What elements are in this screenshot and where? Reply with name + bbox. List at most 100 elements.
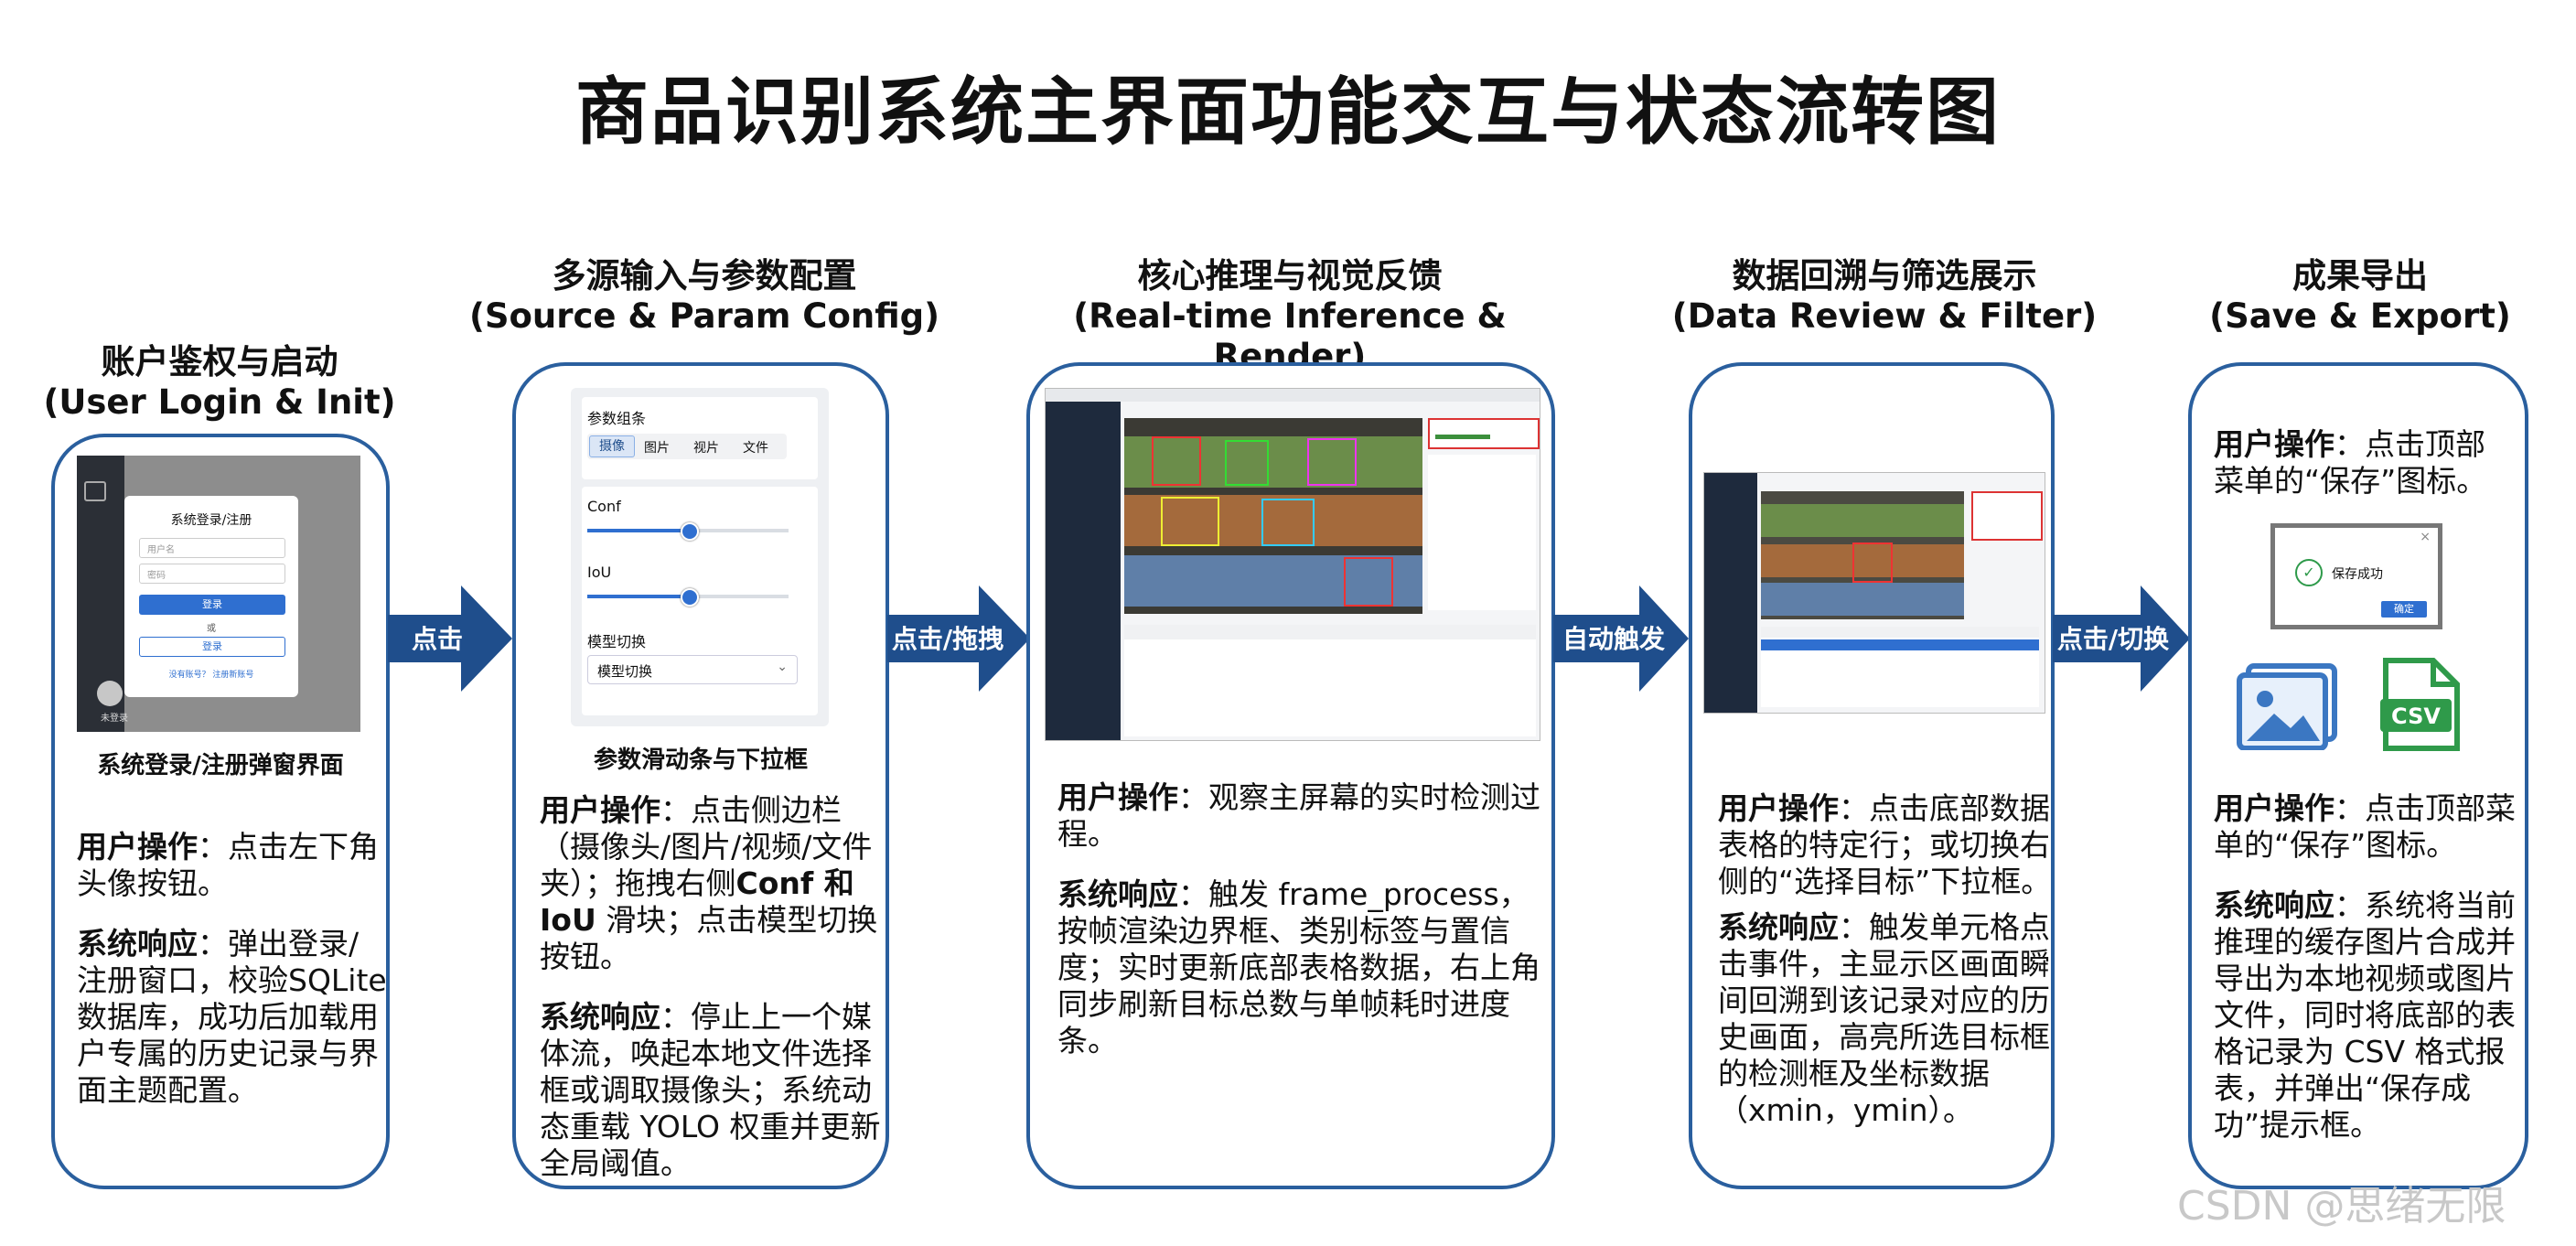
main-ui-mock [1045, 388, 1540, 741]
stage1-sys-resp: 系统响应：弹出登录/注册窗口，校验SQLite数据库，成功后加载用户专属的历史记… [77, 926, 388, 1109]
arrow-1-shape [388, 585, 512, 692]
app-sidebar [1046, 402, 1121, 740]
tab-image[interactable]: 图片 [644, 441, 670, 456]
stage4-heading: 数据回溯与筛选展示 (Data Review & Filter) [1665, 256, 2104, 337]
stage5-user-op-top: 用户操作：点击顶部菜单的“保存”图标。 [2214, 426, 2506, 499]
diagram-title: 商品识别系统主界面功能交互与状态流转图 [575, 70, 2001, 155]
review-ui-mock [1703, 472, 2045, 714]
confirm-button[interactable]: 确定 [2381, 601, 2427, 618]
shelf-row-2 [1761, 544, 1964, 577]
table-header-row [1124, 625, 1536, 639]
progress-bar [1435, 435, 1490, 439]
login-dialog: 系统登录/注册 用户名 密码 登录 或 登录 没有账号？ 注册新账号 [124, 496, 298, 697]
selected-table-row[interactable] [1761, 639, 2039, 650]
register-link[interactable]: 没有账号？ 注册新账号 [168, 671, 254, 680]
conf-slider-track[interactable] [587, 522, 789, 541]
stage2-user-op-bold: Conf 和 IoU [540, 865, 854, 938]
register-button[interactable]: 登录 [139, 637, 285, 657]
avatar-icon[interactable] [97, 681, 123, 706]
stage4-sys-resp-label: 系统响应 [1718, 909, 1839, 945]
stage4-heading-en: (Data Review & Filter) [1671, 296, 2098, 336]
stage5-sys-resp-label: 系统响应 [2214, 887, 2334, 923]
review-image [1761, 491, 1964, 619]
arrow-2-label: 点击/拖拽 [892, 624, 1004, 654]
stage3-description: 用户操作：观察主屏幕的实时检测过程。 系统响应：触发 frame_process… [1057, 779, 1542, 1083]
stage4-user-op-text: ：点击底部数据表格的特定行；或切换右侧的“选择目标”下拉框。 [1718, 790, 2052, 899]
stage5-card [2188, 362, 2528, 1189]
conf-slider-handle[interactable] [681, 522, 699, 541]
param-panel-mock: 参数组条 摄像 图片 视片 文件 Conf IoU 模型切换 模型切换 ⌄ [571, 388, 829, 726]
right-panel [1428, 455, 1536, 610]
stage2-sys-resp-text: ：停止上一个媒体流，唤起本地文件选择框或调取摄像头；系统动态重载 YOLO 权重… [540, 999, 881, 1181]
stage5-user-op-label: 用户操作 [2214, 426, 2334, 462]
stage3-sys-resp-text: ：触发 frame_process，按帧渲染边界框、类别标签与置信度；实时更新底… [1057, 876, 1540, 1058]
target-select-box[interactable] [1971, 491, 2043, 541]
stage2-heading-en: (Source & Param Config) [468, 296, 940, 336]
csv-label: CSV [2391, 704, 2441, 729]
stage4-user-op-label: 用户操作 [1718, 790, 1839, 826]
stage5-user-op2-text: ：点击顶部菜单的“保存”图标。 [2214, 790, 2516, 863]
stage5-heading-cn: 成果导出 [2292, 256, 2428, 295]
username-placeholder: 用户名 [147, 545, 175, 555]
shelf-row-1 [1761, 504, 1964, 537]
arrow-4-shape [2053, 585, 2190, 692]
stage3-sys-resp-label: 系统响应 [1057, 876, 1178, 912]
tab-video[interactable]: 视片 [693, 441, 719, 456]
app-icon [84, 481, 106, 501]
iou-slider-handle[interactable] [681, 588, 699, 607]
close-icon[interactable]: × [2420, 530, 2431, 544]
window-titlebar [1046, 389, 1540, 402]
iou-label: IoU [587, 564, 612, 581]
stage2-user-op-tail: 滑块；点击模型切换按钮。 [540, 902, 878, 974]
stage5-description: 用户操作：点击顶部菜单的“保存”图标。 系统响应：系统将当前推理的缓存图片合成并… [2214, 790, 2516, 1167]
arrow-4-label: 点击/切换 [2057, 624, 2170, 654]
review-sidebar [1704, 473, 1757, 713]
iou-slider-track[interactable] [587, 588, 789, 607]
tab-folder[interactable]: 文件 [743, 441, 768, 456]
arrow-1-label: 点击 [412, 624, 463, 654]
stage4-user-op: 用户操作：点击底部数据表格的特定行；或切换右侧的“选择目标”下拉框。 [1718, 790, 2053, 900]
stage4-sys-resp: 系统响应：触发单元格点击事件，主显示区画面瞬间回溯到该记录对应的历史画面，高亮所… [1718, 909, 2053, 1129]
conf-label: Conf [587, 498, 621, 515]
stage1-sys-resp-text: ：弹出登录/注册窗口，校验SQLite数据库，成功后加载用户专属的历史记录与界面… [77, 926, 387, 1108]
source-box: 参数组条 摄像 图片 视片 文件 [582, 397, 818, 479]
model-select[interactable]: 模型切换 ⌄ [587, 655, 798, 684]
arrow-3-label: 自动触发 [1562, 624, 1665, 654]
stage5-user-op-text: ：点击顶部菜单的“保存”图标。 [2214, 426, 2487, 499]
stage2-sys-resp: 系统响应：停止上一个媒体流，唤起本地文件选择框或调取摄像头；系统动态重载 YOL… [540, 999, 882, 1182]
chevron-down-icon: ⌄ [777, 660, 788, 674]
arrow-2-shape [887, 585, 1030, 692]
bbox [1161, 497, 1219, 546]
save-success-text: 保存成功 [2332, 567, 2383, 582]
bbox [1307, 438, 1357, 486]
stage3-sys-resp: 系统响应：触发 frame_process，按帧渲染边界框、类别标签与置信度；实… [1057, 876, 1542, 1059]
stage3-heading-cn: 核心推理与视觉反馈 [1137, 256, 1443, 295]
arrow-3-shape [1553, 585, 1689, 692]
tab-camera[interactable]: 摄像 [589, 435, 635, 457]
stage1-heading: 账户鉴权与启动 (User Login & Init) [37, 342, 402, 423]
avatar-label: 未登录 [101, 714, 128, 724]
username-input[interactable]: 用户名 [139, 538, 285, 558]
password-placeholder: 密码 [147, 571, 166, 581]
iou-slider-fill [587, 595, 688, 598]
stage2-caption: 参数滑动条与下拉框 [593, 747, 808, 774]
stage4-heading-cn: 数据回溯与筛选展示 [1732, 256, 2037, 295]
arrow-3: 自动触发 [1553, 585, 1689, 692]
image-file-icon [2237, 663, 2337, 750]
save-success-dialog: × ✓ 保存成功 确定 [2270, 523, 2442, 629]
model-select-value: 模型切换 [597, 663, 653, 680]
password-input[interactable]: 密码 [139, 564, 285, 584]
shelf-row-1 [1124, 436, 1422, 488]
bbox [1225, 440, 1269, 486]
stage3-user-op-text: ：观察主屏幕的实时检测过程。 [1057, 779, 1540, 852]
bbox [1344, 557, 1393, 607]
stage4-sys-resp-text: ：触发单元格点击事件，主显示区画面瞬间回溯到该记录对应的历史画面，高亮所选目标框… [1718, 909, 2050, 1128]
review-table [1761, 627, 2039, 707]
bbox [1152, 436, 1201, 486]
stage2-sys-resp-label: 系统响应 [540, 999, 660, 1035]
selected-bbox [1852, 542, 1893, 583]
stage5-user-op2-label: 用户操作 [2214, 790, 2334, 826]
stage2-user-op: 用户操作：点击侧边栏（摄像头/图片/视频/文件夹）；拖拽右侧Conf 和 IoU… [540, 792, 882, 975]
login-button[interactable]: 登录 [139, 595, 285, 615]
table-header-row [1761, 627, 2039, 638]
